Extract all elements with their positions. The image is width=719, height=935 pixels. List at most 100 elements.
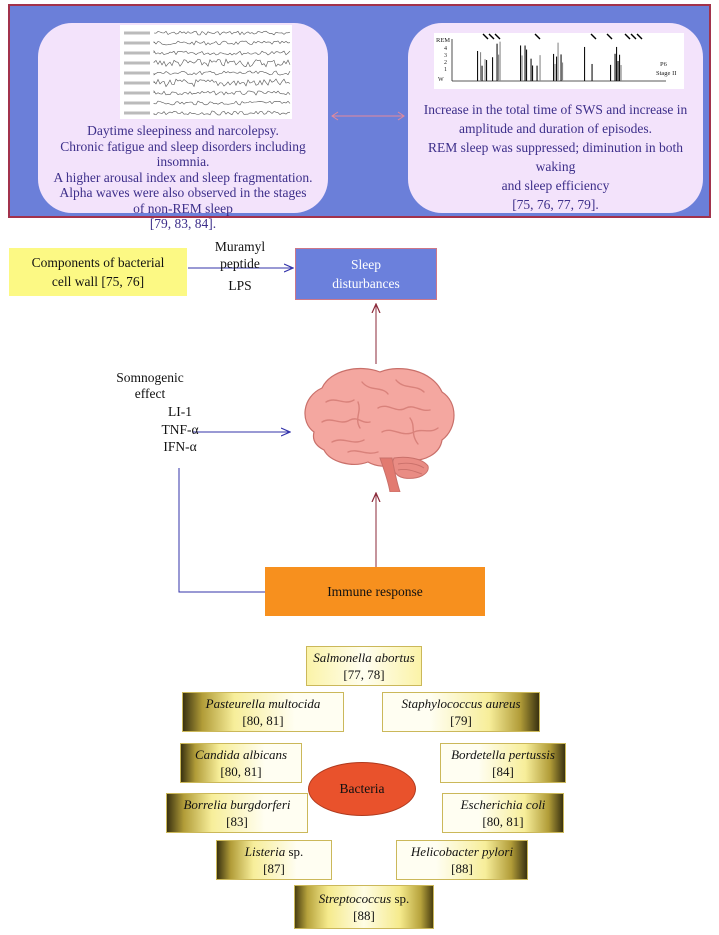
eeg-channel-label xyxy=(124,71,150,75)
clinical-line: insomnia. xyxy=(156,154,210,169)
hypnogram-arrow xyxy=(488,33,495,40)
bacterium-ref: [80, 81] xyxy=(482,814,524,829)
bacterium-name: Escherichia coli xyxy=(460,797,546,812)
hypnogram-bar xyxy=(584,46,586,81)
hypnogram-bar xyxy=(616,46,618,81)
somnogenic-line: Somnogenic xyxy=(116,370,184,385)
hypnogram-bar xyxy=(554,63,556,81)
hypnogram-bar xyxy=(591,63,593,81)
experimental-line: and sleep efficiency xyxy=(501,178,610,193)
hypnogram-axis-label: W xyxy=(438,77,444,83)
eeg-trace xyxy=(153,90,291,96)
hypnogram-arrow xyxy=(624,33,631,40)
clinical-line: Daytime sleepiness and narcolepsy. xyxy=(87,123,279,138)
experimental-findings-bubble: REM 4 3 2 1 W P6 Stage II Increase in th… xyxy=(408,23,703,213)
hypnogram-bar xyxy=(557,42,559,81)
bacterium-ref: [83] xyxy=(226,814,248,829)
hypnogram-note: Stage II xyxy=(656,70,676,77)
eeg-channel-label xyxy=(124,111,150,115)
somnogenic-effect-label: Somnogenic effect xyxy=(100,370,200,402)
hypnogram-bar xyxy=(620,65,622,81)
bacterium-box-candida: Candida albicans [80, 81] xyxy=(180,743,302,783)
sleep-label: Sleep xyxy=(350,257,381,272)
hypnogram-arrow xyxy=(494,33,501,40)
immune-to-cytokines-connector xyxy=(178,468,265,593)
bacterium-ref: [88] xyxy=(353,908,375,923)
hypnogram-bar xyxy=(614,53,616,81)
bacterium-name: Helicobacter pylori xyxy=(410,844,514,859)
hypnogram-bar xyxy=(530,58,532,81)
muramyl-peptide-label: Muramyl peptide xyxy=(205,238,275,272)
eeg-trace xyxy=(153,30,291,36)
hypnogram-axis-label: 1 xyxy=(444,67,447,73)
clinical-line: A higher arousal index and sleep fragmen… xyxy=(53,169,313,185)
hypnogram-axis-label: 4 xyxy=(444,46,447,52)
hypnogram-bar xyxy=(521,55,523,81)
hypnogram-bar xyxy=(492,57,494,81)
hypnogram-arrow xyxy=(482,33,489,40)
cytokine-label: IFN-α xyxy=(163,439,197,454)
bacterium-name: Pasteurella multocida xyxy=(205,696,321,711)
eeg-channel-label xyxy=(124,81,150,85)
hypnogram-bar xyxy=(486,60,488,81)
eeg-trace xyxy=(153,58,291,68)
experimental-line: REM sleep was suppressed; diminution in … xyxy=(428,140,683,174)
cell-wall-components-box: Components of bacterial cell wall [75, 7… xyxy=(9,248,187,296)
hypnogram-bar xyxy=(532,65,534,81)
double-arrow-connector xyxy=(331,111,405,121)
clinical-line: Chronic fatigue and sleep disorders incl… xyxy=(60,138,306,154)
bacterium-ref: [80, 81] xyxy=(220,764,262,779)
bacterium-ref: [79] xyxy=(450,713,472,728)
eeg-trace-figure xyxy=(120,25,292,119)
bacterium-name-line: Streptococcus sp. xyxy=(319,890,410,907)
hypnogram-arrow xyxy=(590,33,597,40)
bacterium-name-line: Listeria sp. xyxy=(245,843,304,860)
hypnogram-bar xyxy=(524,45,526,81)
eeg-channel-label xyxy=(124,31,150,35)
eeg-channel-label xyxy=(124,91,150,95)
bacterium-name: Listeria xyxy=(244,844,286,859)
eeg-trace xyxy=(153,40,291,46)
hypnogram-arrow xyxy=(606,33,613,40)
bacterium-name: Salmonella abortus xyxy=(313,650,415,665)
experimental-findings-text: Increase in the total time of SWS and in… xyxy=(416,100,695,214)
hypnogram-arrow xyxy=(630,33,637,40)
bacterium-name: Candida albicans xyxy=(194,747,288,762)
hypnogram-bar xyxy=(610,64,612,81)
experimental-line: amplitude and duration of episodes. xyxy=(458,121,653,136)
hypnogram-bar xyxy=(498,54,500,81)
hypnogram-bar xyxy=(496,43,498,81)
bacterium-box-streptococcus: Streptococcus sp. [88] xyxy=(294,885,434,929)
brain-illustration xyxy=(304,367,455,492)
clinical-line: [79, 83, 84]. xyxy=(149,216,217,231)
experimental-line: Increase in the total time of SWS and in… xyxy=(423,102,688,117)
hypnogram-bar xyxy=(556,56,558,81)
cell-wall-label: Components of bacterial xyxy=(31,255,165,270)
bacterium-ref: [77, 78] xyxy=(343,667,385,682)
bacterium-ref: [84] xyxy=(492,764,514,779)
somnogenic-line: effect xyxy=(134,386,166,401)
cytokine-label: TNF-α xyxy=(161,421,199,437)
bacterium-name: Bordetella pertussis xyxy=(451,747,555,762)
bacterium-name: Streptococcus xyxy=(318,891,392,906)
clinical-findings-text: Daytime sleepiness and narcolepsy. Chron… xyxy=(46,123,320,232)
hypnogram-axis-label: REM xyxy=(436,37,450,44)
hypnogram-note: P6 xyxy=(660,61,668,68)
bacterium-name: Staphylococcus aureus xyxy=(401,696,521,711)
hypnogram-bar xyxy=(526,49,528,81)
hypnogram-bar xyxy=(499,41,501,81)
hypnogram-bar xyxy=(619,54,621,81)
bacterium-box-borrelia: Borrelia burgdorferi [83] xyxy=(166,793,308,833)
findings-panel: Daytime sleepiness and narcolepsy. Chron… xyxy=(8,4,711,231)
eeg-trace xyxy=(153,50,291,56)
eeg-trace xyxy=(153,100,291,106)
bacterium-suffix: sp. xyxy=(391,891,410,906)
bacterium-box-listeria: Listeria sp. [87] xyxy=(216,840,332,880)
cell-wall-label: cell wall [75, 76] xyxy=(51,274,145,289)
clinical-line: of non-REM sleep xyxy=(133,200,233,216)
sleep-label: disturbances xyxy=(332,276,400,291)
hypnogram-axis-label: 2 xyxy=(444,60,447,66)
immune-response-box: Immune response xyxy=(265,567,485,616)
hypnogram-bar xyxy=(617,60,619,81)
